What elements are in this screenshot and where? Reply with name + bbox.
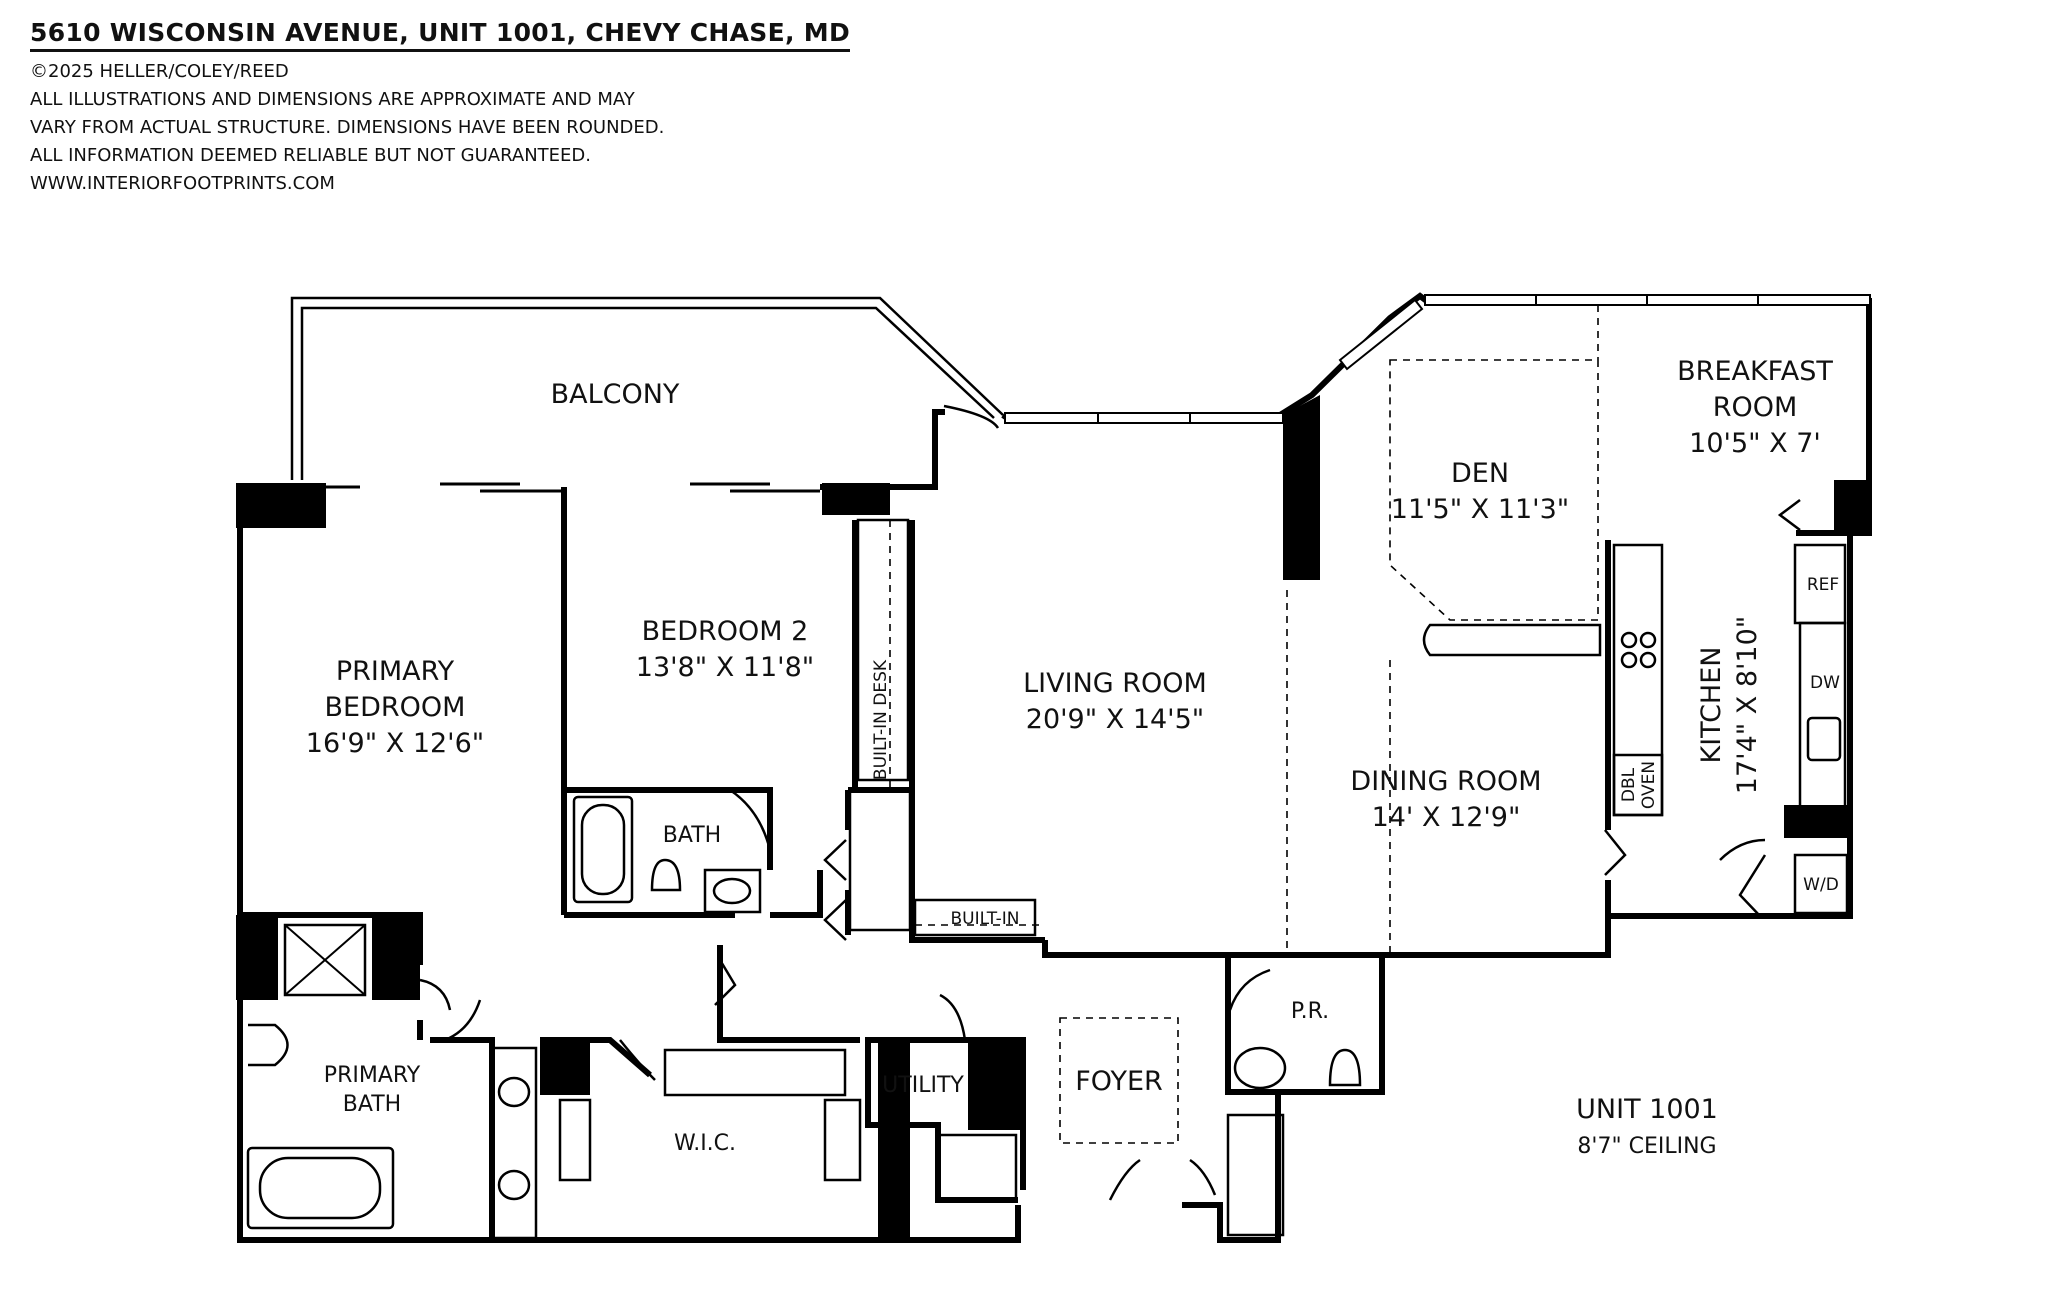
copyright-note: ©2025 HELLER/COLEY/REED — [30, 61, 289, 82]
website-link[interactable]: WWW.INTERIORFOOTPRINTS.COM — [30, 173, 335, 194]
primary-bedroom-label: PRIMARY — [336, 656, 455, 687]
balcony-label: BALCONY — [551, 379, 680, 410]
bath-label: BATH — [663, 823, 721, 848]
breakfast-room-label: BREAKFAST — [1677, 356, 1833, 387]
primary-bath-label-2: BATH — [343, 1092, 401, 1117]
plan-header: 5610 WISCONSIN AVENUE, UNIT 1001, CHEVY … — [30, 18, 850, 198]
bedroom2-dimensions: 13'8" X 11'8" — [636, 652, 814, 683]
den-label: DEN — [1451, 458, 1509, 489]
dining-room-dimensions: 14' X 12'9" — [1372, 802, 1521, 833]
unit-number-label: UNIT 1001 — [1576, 1094, 1718, 1125]
open-plan-boundaries — [889, 305, 1599, 1144]
room-labels: BALCONY PRIMARY BEDROOM 16'9" X 12'6" BE… — [306, 356, 1840, 1159]
builtin-desk-label: BUILT-IN DESK — [871, 659, 891, 780]
kitchen-label: KITCHEN — [1696, 647, 1727, 764]
breakfast-room-dimensions: 10'5" X 7' — [1689, 428, 1821, 459]
living-room-dimensions: 20'9" X 14'5" — [1026, 704, 1204, 735]
dining-room-label: DINING ROOM — [1350, 766, 1541, 797]
door-swings — [419, 499, 1801, 1201]
builtin-label: BUILT-IN — [951, 909, 1020, 929]
bedroom2-label: BEDROOM 2 — [642, 616, 809, 647]
ceiling-height-label: 8'7" CEILING — [1577, 1134, 1716, 1159]
kitchen-dimensions: 17'4" X 8'10" — [1732, 616, 1763, 794]
fixtures — [246, 518, 1849, 1240]
primary-bedroom-dimensions: 16'9" X 12'6" — [306, 728, 484, 759]
foyer-label: FOYER — [1075, 1066, 1163, 1097]
primary-bedroom-label-2: BEDROOM — [325, 692, 466, 723]
primary-bath-label: PRIMARY — [324, 1063, 421, 1088]
disclaimer-line: ALL INFORMATION DEEMED RELIABLE BUT NOT … — [30, 145, 591, 166]
living-room-label: LIVING ROOM — [1023, 668, 1207, 699]
powder-room-label: P.R. — [1291, 999, 1329, 1024]
property-address: 5610 WISCONSIN AVENUE, UNIT 1001, CHEVY … — [30, 18, 850, 52]
exterior-walls — [237, 292, 1872, 1243]
balcony — [290, 296, 1004, 480]
utility-label: UTILITY — [882, 1073, 964, 1098]
sliding-doors — [290, 482, 820, 493]
dishwasher-label: DW — [1810, 673, 1840, 693]
disclaimer-line: ALL ILLUSTRATIONS AND DIMENSIONS ARE APP… — [30, 89, 635, 110]
structural-columns — [236, 395, 1869, 1240]
double-oven-label-2: OVEN — [1639, 761, 1659, 809]
double-oven-label: DBL — [1619, 767, 1639, 802]
den-dimensions: 11'5" X 11'3" — [1391, 494, 1569, 525]
disclaimer-line: VARY FROM ACTUAL STRUCTURE. DIMENSIONS H… — [30, 117, 665, 138]
washer-dryer-label: W/D — [1803, 875, 1839, 895]
interior-walls — [240, 487, 1850, 1240]
walk-in-closet-label: W.I.C. — [674, 1131, 736, 1156]
breakfast-room-label-2: ROOM — [1713, 392, 1798, 423]
refrigerator-label: REF — [1807, 575, 1839, 595]
